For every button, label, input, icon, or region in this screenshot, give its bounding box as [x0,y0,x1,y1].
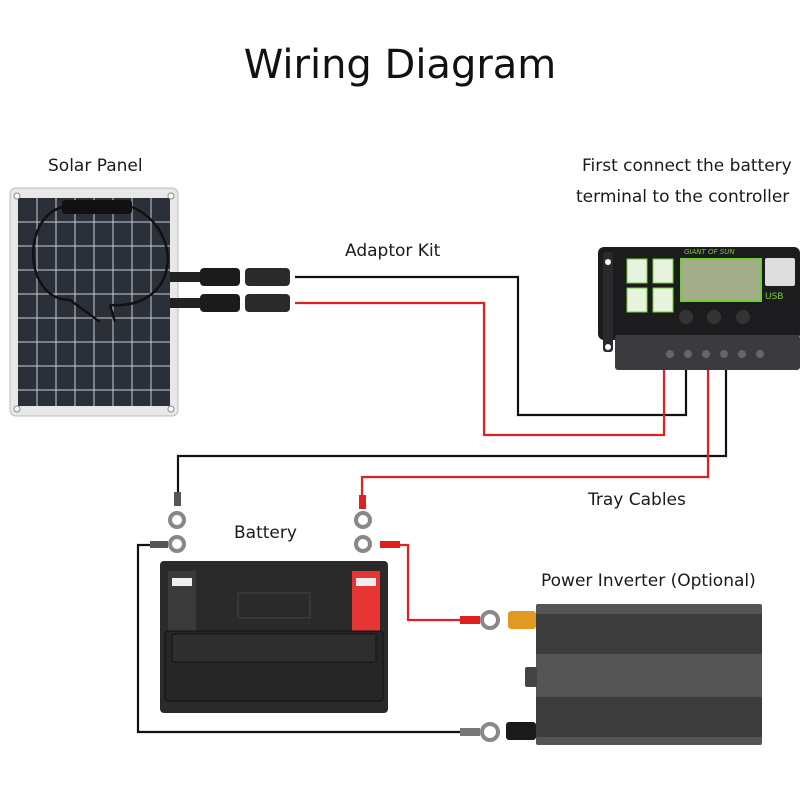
battery-negative-tray-cable [176,370,728,492]
usb-label: USB [765,292,783,302]
inverter-label: Power Inverter (Optional) [541,571,756,591]
charge-controller: USB GIANT OF SUN [598,247,800,370]
tray-cables-label: Tray Cables [588,490,686,510]
controller-brand: GIANT OF SUN [684,248,735,256]
adaptor-kit-label: Adaptor Kit [345,241,441,261]
inverter-positive-wire [400,543,462,622]
controller-note-line2: terminal to the controller [576,187,790,207]
battery-label: Battery [234,523,297,543]
adaptor-kit [170,268,290,312]
panel-negative-wire [295,275,688,417]
battery [160,561,388,713]
battery-positive-tray-cable [360,370,710,497]
inverter-negative-wire [136,543,462,734]
page-title: Wiring Diagram [243,42,557,88]
controller-note-line1: First connect the battery [582,156,792,176]
wires [136,275,728,734]
solar-panel [9,187,179,417]
solar-panel-label: Solar Panel [48,156,143,176]
battery-ring-terminals [150,492,400,553]
panel-positive-wire [295,301,666,437]
power-inverter [460,604,762,745]
